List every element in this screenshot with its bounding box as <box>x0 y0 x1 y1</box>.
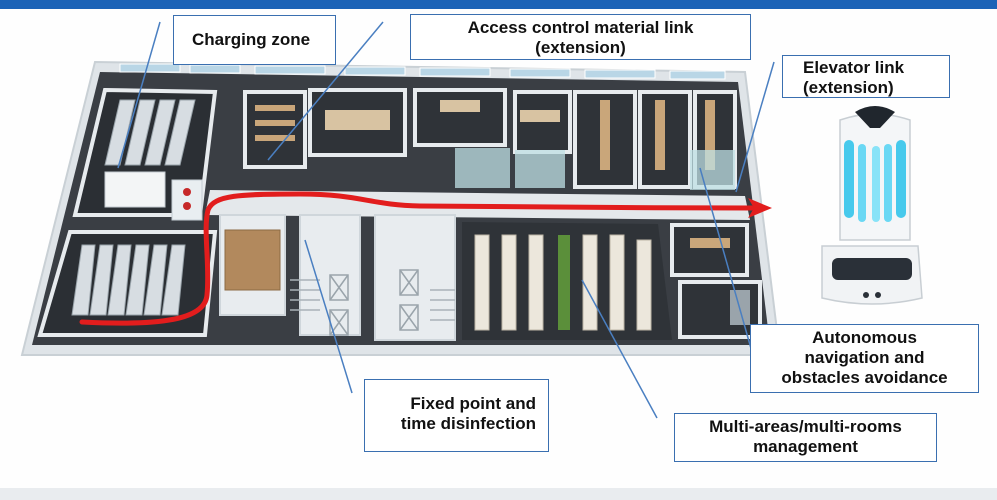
bottom-bar <box>0 488 997 500</box>
callout-charging-zone: Charging zone <box>173 15 336 65</box>
glass-partitions <box>455 148 735 190</box>
locker-cabinets <box>224 229 281 291</box>
robot-station <box>171 179 203 221</box>
disinfection-robot-icon <box>821 106 923 305</box>
callout-access-control: Access control material link (extension) <box>410 14 751 60</box>
top-room-furniture <box>255 100 715 170</box>
callout-multi-areas: Multi-areas/multi-rooms management <box>674 413 937 462</box>
top-windows <box>119 63 726 80</box>
charging-racks <box>104 99 196 166</box>
callout-elevator-link: Elevator link (extension) <box>782 55 950 98</box>
route-arrow-icon <box>748 198 772 218</box>
elevator-shafts <box>329 269 419 336</box>
top-accent-bar <box>0 0 997 9</box>
desk-rows <box>474 234 652 331</box>
plant-divider <box>558 235 570 330</box>
navigation-route <box>79 191 755 326</box>
stairs <box>290 279 455 321</box>
callout-fixed-point-disinfection: Fixed point and time disinfection <box>364 379 549 452</box>
leader-lines <box>117 21 775 419</box>
right-rooms <box>670 223 762 339</box>
callout-autonomous-navigation: Autonomous navigation and obstacles avoi… <box>750 324 979 393</box>
storage-racks <box>71 244 186 316</box>
reception-desk <box>104 171 166 208</box>
